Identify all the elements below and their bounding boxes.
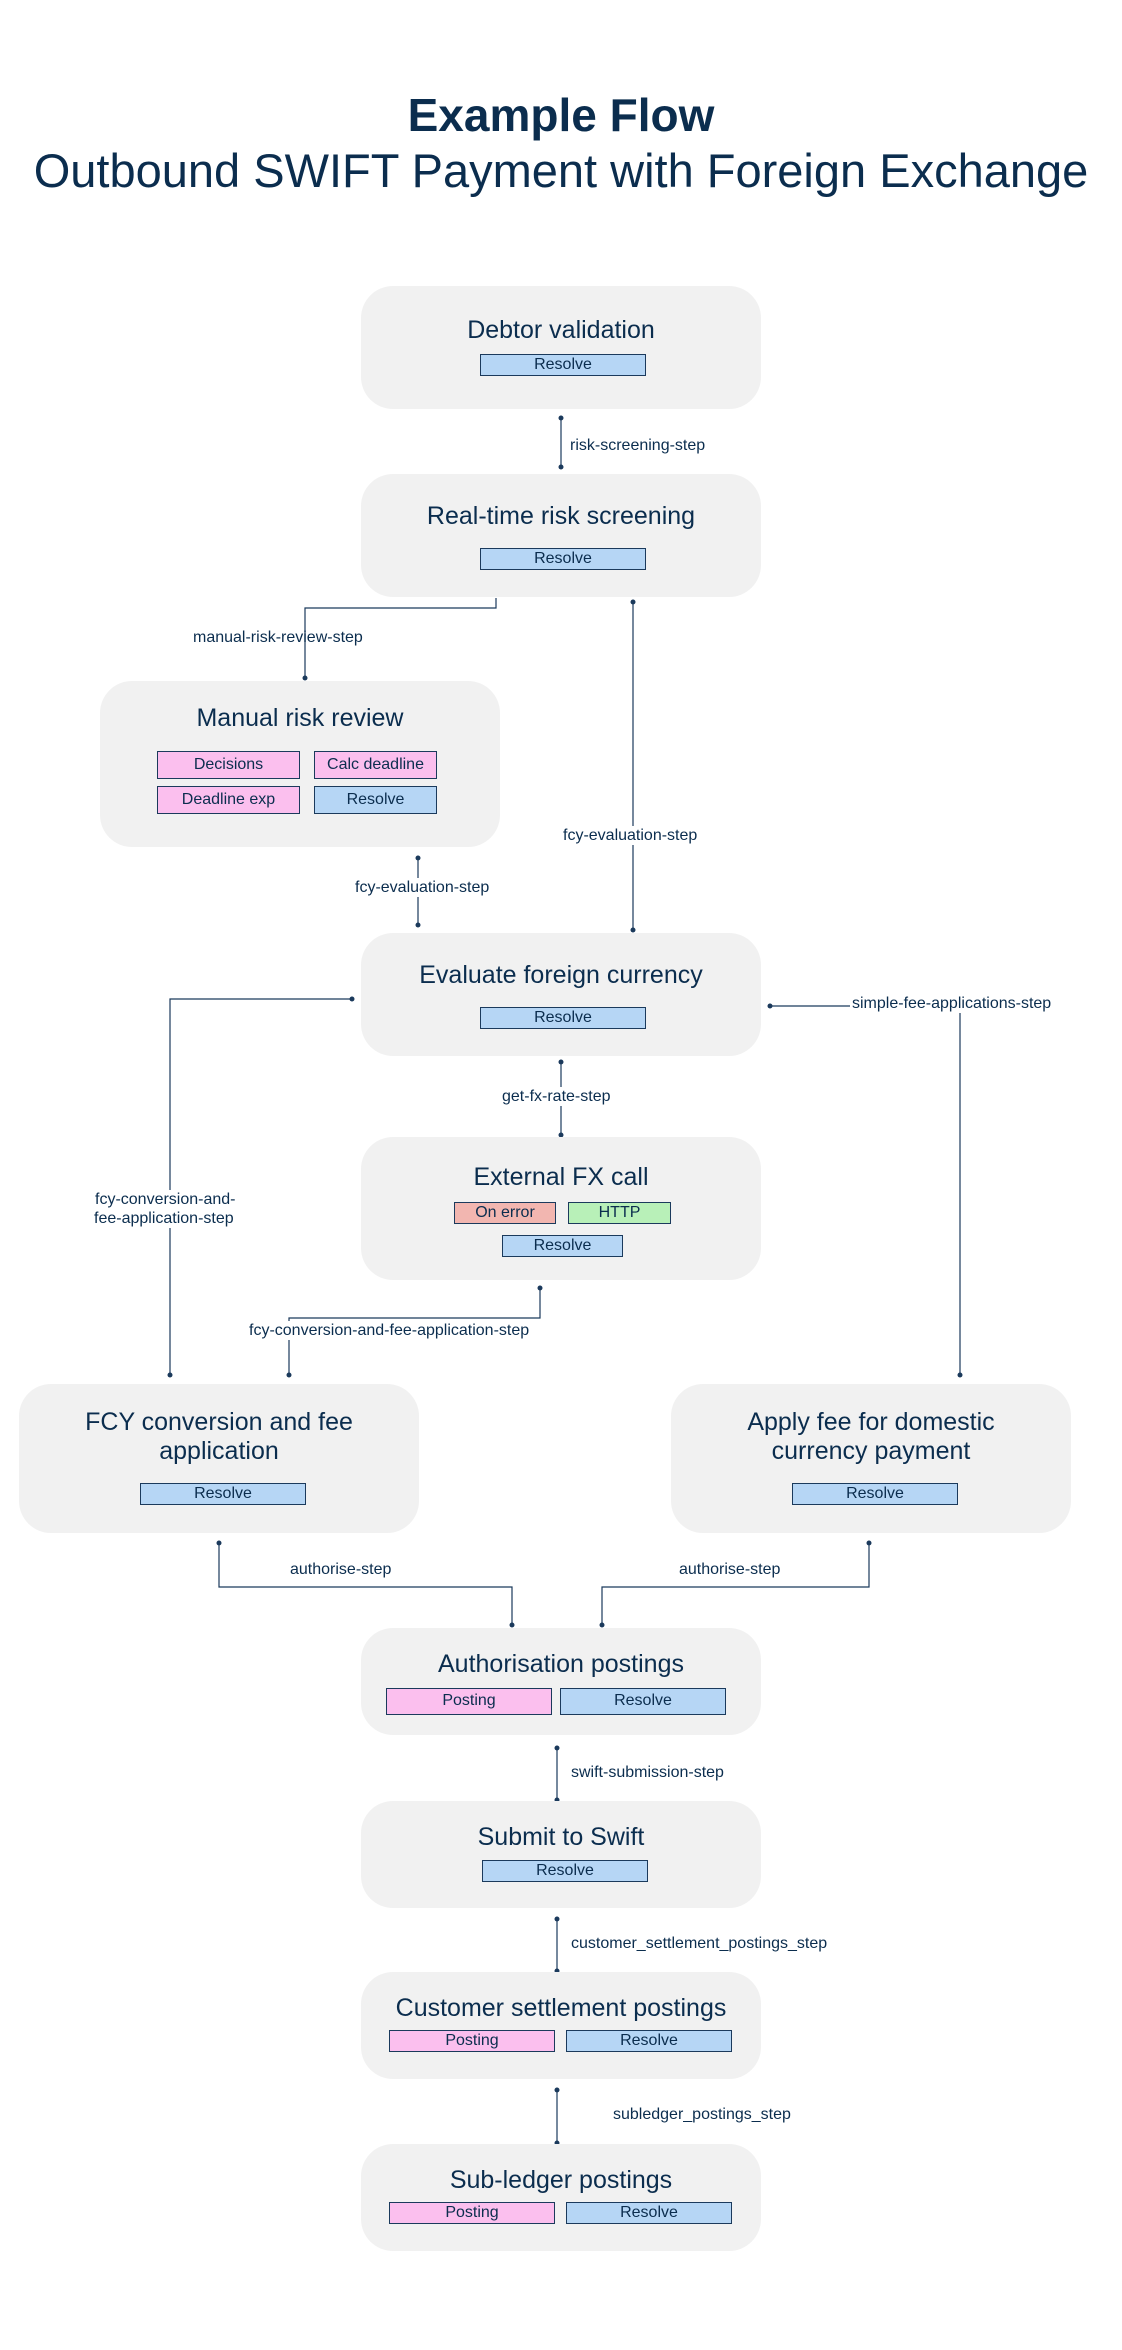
resolve-tag[interactable]: Resolve xyxy=(480,354,646,376)
node-submit-to-swift[interactable]: Submit to Swift Resolve xyxy=(361,1801,761,1908)
resolve-tag[interactable]: Resolve xyxy=(792,1483,958,1505)
edge-label-authorise-left: authorise-step xyxy=(290,1561,392,1578)
resolve-tag[interactable]: Resolve xyxy=(140,1483,306,1505)
edge-label-risk-screening: risk-screening-step xyxy=(570,437,706,454)
edge-label-fcy-conversion-left-1: fcy-conversion-and- xyxy=(93,1190,238,1209)
diagram-title: Example Flow xyxy=(407,89,715,141)
node-risk-screening[interactable]: Real-time risk screening Resolve xyxy=(361,474,761,597)
node-title-line1: Apply fee for domestic xyxy=(747,1408,995,1436)
edge-simple-fee xyxy=(770,1005,961,1375)
decisions-tag[interactable]: Decisions xyxy=(157,751,300,779)
node-authorisation-postings[interactable]: Authorisation postings Posting Resolve xyxy=(361,1628,761,1735)
posting-tag[interactable]: Posting xyxy=(389,2202,555,2224)
node-subledger-postings[interactable]: Sub-ledger postings Posting Resolve xyxy=(361,2144,761,2251)
diagram-subtitle: Outbound SWIFT Payment with Foreign Exch… xyxy=(33,144,1089,197)
node-customer-settlement[interactable]: Customer settlement postings Posting Res… xyxy=(361,1972,761,2079)
node-manual-risk-review[interactable]: Manual risk review Decisions Calc deadli… xyxy=(100,681,500,847)
edge-fcy-conv-center xyxy=(288,1288,541,1375)
edge-label-authorise-right: authorise-step xyxy=(679,1561,781,1578)
resolve-tag[interactable]: Resolve xyxy=(566,2030,732,2052)
node-domestic-fee[interactable]: Apply fee for domestic currency payment … xyxy=(671,1384,1071,1533)
posting-tag[interactable]: Posting xyxy=(389,2030,555,2052)
node-title-line2: application xyxy=(159,1437,279,1465)
node-title: Evaluate foreign currency xyxy=(419,961,703,989)
edge-authorise-left xyxy=(218,1543,513,1625)
node-title: Customer settlement postings xyxy=(395,1994,727,2022)
http-tag[interactable]: HTTP xyxy=(568,1202,671,1224)
edge-label-get-fx-rate: get-fx-rate-step xyxy=(500,1087,613,1106)
resolve-tag[interactable]: Resolve xyxy=(502,1235,623,1257)
edge-label-fcy-evaluation-left: fcy-evaluation-step xyxy=(353,878,492,897)
node-title-line1: FCY conversion and fee xyxy=(85,1408,353,1436)
node-title: Real-time risk screening xyxy=(426,502,696,530)
node-debtor-validation[interactable]: Debtor validation Resolve xyxy=(361,286,761,409)
node-fcy-conversion[interactable]: FCY conversion and fee application Resol… xyxy=(19,1384,419,1533)
resolve-tag[interactable]: Resolve xyxy=(480,1007,646,1029)
resolve-tag[interactable]: Resolve xyxy=(314,786,437,814)
edge-label-swift-submission: swift-submission-step xyxy=(571,1764,724,1781)
node-title: Debtor validation xyxy=(467,316,655,344)
edge-authorise-right xyxy=(601,1543,870,1625)
edge-label-customer-settlement: customer_settlement_postings_step xyxy=(571,1935,828,1952)
node-title: Authorisation postings xyxy=(438,1650,684,1678)
deadline-exp-tag[interactable]: Deadline exp xyxy=(157,786,300,814)
posting-tag[interactable]: Posting xyxy=(386,1688,552,1715)
edge-label-subledger: subledger_postings_step xyxy=(613,2106,791,2123)
node-title: Manual risk review xyxy=(196,704,404,732)
calc-deadline-tag[interactable]: Calc deadline xyxy=(314,751,437,779)
edge-fcy-conv-left xyxy=(169,998,352,1375)
edge-label-fcy-conversion-center: fcy-conversion-and-fee-application-step xyxy=(247,1321,532,1340)
edge-label-simple-fee: simple-fee-applications-step xyxy=(850,994,1054,1013)
edge-manual-risk-review xyxy=(304,598,497,678)
resolve-tag[interactable]: Resolve xyxy=(480,548,646,570)
resolve-tag[interactable]: Resolve xyxy=(566,2202,732,2224)
node-external-fx-call[interactable]: External FX call On error HTTP Resolve xyxy=(361,1137,761,1280)
edge-label-fcy-evaluation-right: fcy-evaluation-step xyxy=(561,826,700,845)
edge-label-manual-risk-review: manual-risk-review-step xyxy=(193,629,363,646)
resolve-tag[interactable]: Resolve xyxy=(482,1860,648,1882)
node-title-line2: currency payment xyxy=(771,1437,971,1465)
node-title: Submit to Swift xyxy=(477,1823,645,1851)
resolve-tag[interactable]: Resolve xyxy=(560,1688,726,1715)
node-title: Sub-ledger postings xyxy=(449,2166,673,2194)
edge-label-fcy-conversion-left-2: fee-application-step xyxy=(92,1209,236,1228)
node-evaluate-foreign-currency[interactable]: Evaluate foreign currency Resolve xyxy=(361,933,761,1056)
node-title: External FX call xyxy=(473,1163,649,1191)
on-error-tag[interactable]: On error xyxy=(454,1202,556,1224)
